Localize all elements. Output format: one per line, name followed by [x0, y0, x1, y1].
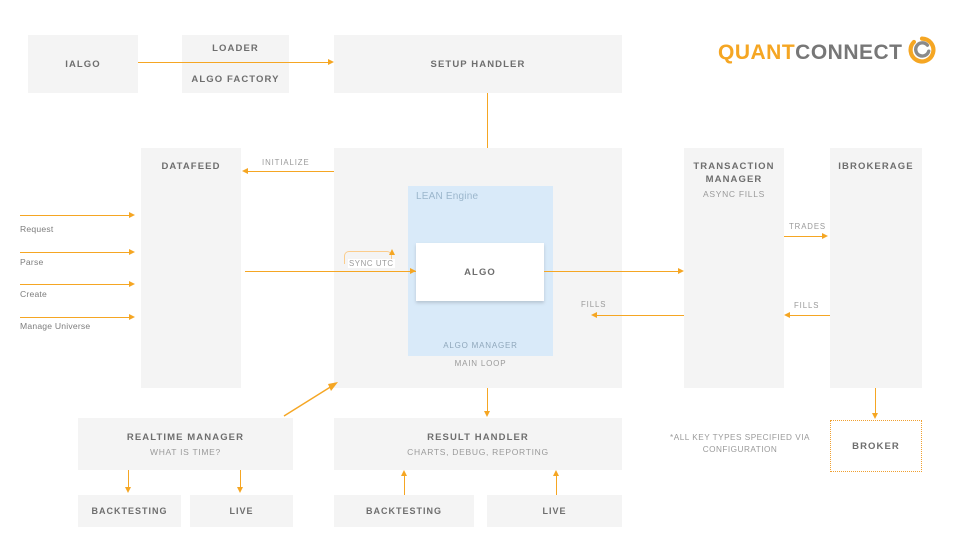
block-datafeed[interactable]: DATAFEED	[141, 148, 241, 388]
quantconnect-logo: QUANT CONNECT	[718, 36, 936, 69]
sync-utc-arrow-head	[389, 249, 395, 255]
block-setup-handler-title: SETUP HANDLER	[430, 58, 526, 70]
arrow-initialize-line	[248, 171, 334, 173]
block-realtime-manager-title: REALTIME MANAGER	[126, 431, 245, 443]
label-request: Request	[20, 224, 54, 234]
block-transaction-manager[interactable]: TRANSACTION MANAGER ASYNC FILLS	[684, 148, 784, 388]
block-algo[interactable]: ALGO	[416, 243, 544, 301]
arrow-parse-head	[129, 249, 135, 256]
arrow-manage-universe-head	[129, 314, 135, 321]
label-fills-left: FILLS	[581, 300, 607, 309]
arrow-engine-to-result-head	[483, 411, 490, 417]
block-realtime-backtesting-title: BACKTESTING	[91, 505, 168, 516]
arrow-datafeed-to-algo-head	[410, 268, 416, 275]
block-result-backtesting-title: BACKTESTING	[366, 505, 442, 516]
block-transaction-manager-subtitle: ASYNC FILLS	[702, 189, 766, 199]
arrow-rt-to-live-line	[240, 470, 242, 489]
arrow-result-backtesting-line	[404, 476, 406, 495]
block-broker[interactable]: BROKER	[830, 420, 922, 472]
arrow-algo-to-txmanager-line	[544, 271, 680, 273]
block-broker-title: BROKER	[852, 440, 900, 452]
label-initialize: INITIALIZE	[262, 158, 310, 167]
sync-utc-connector: SYNC UTC	[344, 249, 396, 273]
label-create: Create	[20, 289, 47, 299]
block-result-handler-subtitle: CHARTS, DEBUG, REPORTING	[407, 446, 549, 457]
arrow-result-backtesting-head	[400, 470, 407, 476]
arrow-result-live-line	[556, 476, 558, 495]
block-result-handler[interactable]: RESULT HANDLER CHARTS, DEBUG, REPORTING	[334, 418, 622, 470]
arrow-request-head	[129, 212, 135, 219]
arrow-manage-universe-line	[20, 317, 132, 319]
arrow-rt-to-backtesting-head	[124, 487, 131, 493]
block-realtime-live[interactable]: LIVE	[190, 495, 293, 527]
arrow-fills-right-head	[784, 312, 790, 319]
logo-word-connect: CONNECT	[795, 41, 903, 64]
lean-engine-label: LEAN Engine	[416, 191, 479, 202]
block-transaction-manager-title-line2: MANAGER	[705, 174, 763, 185]
block-result-live-title: LIVE	[542, 505, 567, 516]
arrow-algo-to-txmanager-head	[678, 268, 684, 275]
label-trades: TRADES	[789, 222, 827, 231]
logo-word-quant: QUANT	[718, 41, 796, 64]
block-setup-handler[interactable]: SETUP HANDLER	[334, 35, 622, 93]
arrow-ialgo-to-setup-line	[138, 62, 328, 64]
block-datafeed-title: DATAFEED	[161, 161, 221, 172]
footnote-line-2: CONFIGURATION	[702, 445, 778, 454]
sync-utc-loop-shape	[344, 251, 392, 264]
arrow-fills-left-head	[591, 312, 597, 319]
arrow-fills-right-line	[790, 315, 830, 317]
label-manage-universe: Manage Universe	[20, 321, 91, 331]
block-loader-title: LOADER	[212, 43, 259, 54]
main-loop-label: MAIN LOOP	[454, 359, 507, 368]
label-parse: Parse	[20, 257, 44, 267]
arrow-rt-to-backtesting-line	[128, 470, 130, 489]
label-sync-utc: SYNC UTC	[348, 259, 395, 268]
block-algo-factory-title: ALGO FACTORY	[191, 74, 280, 85]
block-realtime-manager[interactable]: REALTIME MANAGER WHAT IS TIME?	[78, 418, 293, 470]
arrow-ialgo-to-setup-head	[328, 59, 334, 66]
block-result-handler-title: RESULT HANDLER	[427, 431, 529, 443]
arrow-ibrokerage-to-broker-line	[875, 388, 877, 415]
block-algo-title: ALGO	[464, 266, 496, 278]
arrow-trades-head	[822, 233, 828, 240]
algo-manager-label: ALGO MANAGER	[443, 341, 518, 350]
block-realtime-live-title: LIVE	[229, 505, 254, 516]
quantconnect-mark-icon	[908, 36, 936, 69]
arrow-create-line	[20, 284, 132, 286]
arrow-initialize-head	[242, 168, 248, 175]
block-realtime-manager-subtitle: WHAT IS TIME?	[150, 446, 221, 457]
block-ibrokerage-title: IBROKERAGE	[838, 161, 914, 172]
footnote-line-1: *ALL KEY TYPES SPECIFIED VIA	[670, 433, 810, 442]
arrow-ibrokerage-to-broker-head	[871, 413, 878, 419]
block-realtime-backtesting[interactable]: BACKTESTING	[78, 495, 181, 527]
block-ialgo-title: IALGO	[65, 58, 101, 70]
arrow-engine-to-result-line	[487, 388, 489, 413]
arrow-parse-line	[20, 252, 132, 254]
arrow-datafeed-to-algo-line	[245, 271, 416, 273]
block-ibrokerage[interactable]: IBROKERAGE	[830, 148, 922, 388]
arrow-rt-to-live-head	[236, 487, 243, 493]
arrow-fills-left-line	[597, 315, 684, 317]
block-result-backtesting[interactable]: BACKTESTING	[334, 495, 474, 527]
arrow-realtime-to-engine	[283, 382, 338, 417]
block-result-live[interactable]: LIVE	[487, 495, 622, 527]
arrow-result-live-head	[552, 470, 559, 476]
arrow-create-head	[129, 281, 135, 288]
arrow-request-line	[20, 215, 132, 217]
arrow-trades-line	[784, 236, 824, 238]
footnote: *ALL KEY TYPES SPECIFIED VIA CONFIGURATI…	[660, 432, 820, 456]
label-fills-right: FILLS	[794, 301, 820, 310]
block-ialgo[interactable]: IALGO	[28, 35, 138, 93]
block-transaction-manager-title-line1: TRANSACTION	[693, 161, 775, 172]
block-loader-algo-factory[interactable]: LOADER ALGO FACTORY	[182, 35, 289, 93]
